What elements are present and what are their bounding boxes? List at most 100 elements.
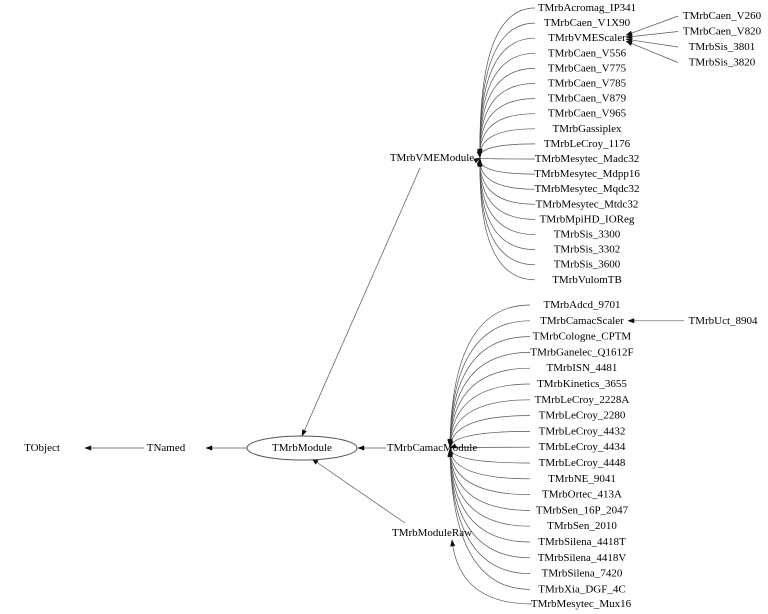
tmrblecroy-1176-edge: [479, 143, 536, 158]
tmrbvmescaler-node: TMrbVMEScaler: [548, 32, 626, 44]
tmrbcaen-v965-edge: [479, 113, 536, 158]
tmrbsis-3820-node: TMrbSis_3820: [689, 57, 756, 69]
tobject-node: TObject: [24, 442, 60, 454]
tmrbmesytec-mdpp16-node: TMrbMesytec_Mdpp16: [534, 168, 640, 180]
tmrbvmemodule-node: TMrbVMEModule: [390, 152, 474, 164]
tmrbmesytec-mtdc32-node: TMrbMesytec_Mtdc32: [536, 198, 639, 210]
arrowheads: [84, 30, 635, 547]
tmrbadcd-9701-node: TMrbAdcd_9701: [544, 299, 621, 311]
tmrbvulomtb-node: TMrbVulomTB: [552, 274, 622, 286]
tmrblecroy-4434-arrowhead: [449, 443, 457, 449]
tmrbcaen-v820-edge: [625, 31, 679, 38]
tnamed-node: TNamed: [147, 442, 186, 454]
tmrbsis-3302-edge: [479, 159, 536, 250]
tmrbmesytec-mux16-node: TMrbMesytec_Mux16: [531, 598, 632, 610]
tmrbisn-4481-node: TMrbISN_4481: [547, 362, 618, 374]
tmrbcaen-v775-edge: [479, 68, 536, 157]
tmrbsis-3801-node: TMrbSis_3801: [689, 41, 756, 53]
tmrbcaen-v965-node: TMrbCaen_V965: [548, 108, 627, 120]
tmrbmesytec-madc32-edge: [479, 157, 536, 160]
tmrbcaen-v879-node: TMrbCaen_V879: [548, 93, 627, 105]
tmrbuct-8904-arrowhead: [627, 318, 635, 324]
tmrbsis-3801-edge: [625, 38, 679, 48]
tmrbsen-2010-edge: [449, 449, 531, 527]
tmrblecroy-4432-arrowhead: [448, 441, 454, 449]
tmrbmesytec-mux16-arrowhead: [450, 539, 456, 547]
tmrbmesytec-mux16-edge: [451, 539, 533, 605]
tmrbcaen-v879-edge: [479, 98, 536, 157]
tnamed-to-tobject-arrowhead: [84, 445, 92, 451]
tmrbcaen-v775-node: TMrbCaen_V775: [548, 62, 627, 74]
tmrbcamacscaler-node: TMrbCamacScaler: [540, 315, 624, 327]
tmrbxia-dgf-4c-edge: [449, 450, 531, 590]
tmrbsilena-4418v-node: TMrbSilena_4418V: [538, 552, 627, 564]
raw-to-module-edge: [311, 458, 406, 524]
tmrbgassiplex-node: TMrbGassiplex: [552, 123, 622, 135]
tmrbmesytec-mqdc32-node: TMrbMesytec_Mqdc32: [534, 183, 639, 195]
tmrbortec-413a-node: TMrbOrtec_413A: [542, 489, 622, 501]
vme-module-group: TMrbAcromag_IP341TMrbCaen_V1X90TMrbVMESc…: [534, 2, 640, 286]
tmrbcamacmodule-node: TMrbCamacModule: [387, 442, 478, 454]
tmrblecroy-4448-node: TMrbLeCroy_4448: [539, 457, 626, 469]
tmrbsilena-4418v-edge: [449, 450, 531, 559]
tmrblecroy-4434-node: TMrbLeCroy_4434: [539, 441, 626, 453]
tmrbcaen-v820-arrowhead: [625, 33, 633, 40]
tmrbsis-3820-arrowhead: [625, 40, 633, 46]
tmrbvmescaler-edge: [479, 37, 536, 156]
tmrbcamacscaler-edge: [449, 320, 531, 446]
tmrbsilena-7420-node: TMrbSilena_7420: [542, 568, 623, 580]
tmrbsilena-4418t-node: TMrbSilena_4418T: [538, 536, 626, 548]
tmrbsis-3300-edge: [479, 159, 536, 235]
raw-module-group: TMrbMesytec_Mux16: [531, 598, 632, 610]
tmrbcaen-v820-node: TMrbCaen_V820: [683, 26, 762, 38]
tmrbsen-2010-node: TMrbSen_2010: [547, 520, 617, 532]
vme-to-module-edge: [301, 167, 421, 437]
tmrblecroy-2228a-edge: [449, 399, 531, 448]
tmrbmodule-node-outline: [246, 435, 358, 461]
tmrbxia-dgf-4c-node: TMrbXia_DGF_4C: [538, 583, 625, 595]
tmrbisn-4481-edge: [449, 367, 531, 447]
tmrbsis-3300-node: TMrbSis_3300: [554, 229, 621, 241]
tmrbmoduleraw-node: TMrbModuleRaw: [392, 527, 472, 539]
tmrbmesytec-madc32-node: TMrbMesytec_Madc32: [535, 153, 639, 165]
tmrbkinetics-3655-edge: [449, 383, 531, 447]
tmrblecroy-4432-node: TMrbLeCroy_4432: [539, 425, 626, 437]
tmrblecroy-2228a-node: TMrbLeCroy_2228A: [535, 394, 630, 406]
camac-scaler-children-group: TMrbUct_8904: [688, 315, 758, 327]
tmrbvulomtb-edge: [479, 160, 536, 281]
tmrbvulomtb-arrowhead: [477, 159, 483, 167]
tmrbacromag-ip341-node: TMrbAcromag_IP341: [538, 2, 636, 14]
tmrbganelec-q1612f-edge: [449, 352, 531, 447]
camac-to-module-arrowhead: [357, 445, 365, 451]
tmrbsis-3600-node: TMrbSis_3600: [554, 259, 621, 271]
tmrbsen-16p-2047-node: TMrbSen_16P_2047: [536, 504, 629, 516]
tmrbcaen-v1x90-node: TMrbCaen_V1X90: [544, 17, 631, 29]
tmrbcaen-v260-arrowhead: [625, 30, 633, 36]
tmrbmodule-to-tnamed-arrowhead: [205, 445, 213, 451]
tmrbmesytec-mdpp16-edge: [479, 158, 536, 175]
tmrbcaen-v260-edge: [625, 15, 679, 36]
tmrbcaen-v785-node: TMrbCaen_V785: [548, 78, 627, 90]
tmrbsilena-7420-edge: [449, 450, 531, 574]
tmrbsen-16p-2047-edge: [449, 449, 531, 511]
tmrbgassiplex-edge: [479, 128, 536, 158]
tmrbne-9041-node: TMrbNE_9041: [548, 473, 616, 485]
tmrbcologne-cptm-node: TMrbCologne_CPTM: [533, 331, 632, 343]
tmrbadcd-9701-edge: [449, 304, 531, 446]
tmrbuct-8904-node: TMrbUct_8904: [688, 315, 758, 327]
tmrbsis-3302-node: TMrbSis_3302: [554, 244, 621, 256]
tmrbsilena-4418t-edge: [449, 449, 531, 543]
camac-module-group: TMrbAdcd_9701TMrbCamacScalerTMrbCologne_…: [530, 299, 633, 595]
tmrblecroy-2280-node: TMrbLeCroy_2280: [539, 410, 626, 422]
tmrbganelec-q1612f-node: TMrbGanelec_Q1612F: [530, 346, 633, 358]
tmrblecroy-1176-node: TMrbLeCroy_1176: [544, 138, 631, 150]
tmrbxia-dgf-4c-arrowhead: [447, 450, 453, 458]
tmrbcologne-cptm-edge: [449, 336, 531, 446]
tmrbmpihd-ioreg-node: TMrbMpiHD_IOReg: [540, 213, 635, 225]
tmrbortec-413a-edge: [449, 448, 531, 495]
vme-to-module-arrowhead: [301, 429, 307, 437]
tmrbcaen-v556-node: TMrbCaen_V556: [548, 47, 627, 59]
tmrbsis-3820-edge: [625, 40, 679, 63]
tmrbcaen-v785-edge: [479, 83, 536, 157]
